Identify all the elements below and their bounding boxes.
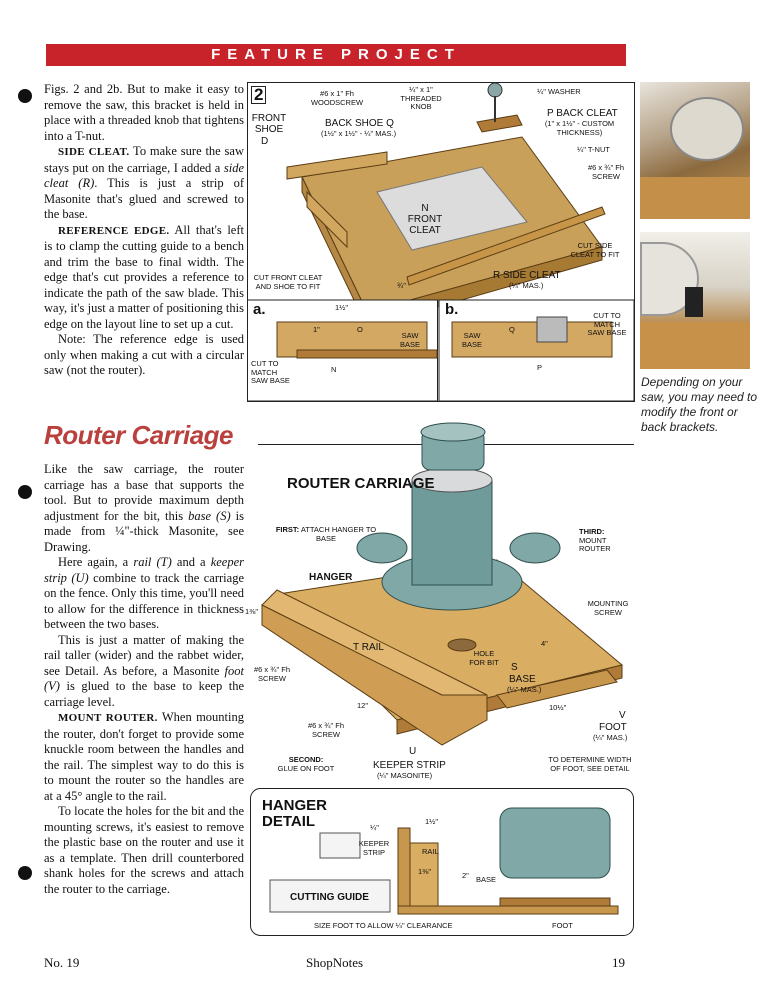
label-foot: FOOT <box>599 722 627 733</box>
label-keeper-key: U <box>409 746 417 757</box>
label-foot: FOOT <box>552 921 573 930</box>
top-text-column: Figs. 2 and 2b. But to make it easy to r… <box>44 82 244 379</box>
paragraph: MOUNT ROUTER. When mounting the router, … <box>44 710 244 803</box>
label-dim-1-3-8: 1⅜" <box>418 867 432 876</box>
label-size-foot: SIZE FOOT TO ALLOW ¼" CLEARANCE <box>314 921 453 930</box>
paragraph: Note: The reference edge is used only wh… <box>44 332 244 377</box>
detail-a-dim-top: 1½" <box>335 303 349 312</box>
label-front-cleat: N FRONT CLEAT <box>407 203 443 236</box>
label-hanger: HANGER <box>309 572 353 583</box>
label-keeper-dims: (¼" MASONITE) <box>377 771 433 780</box>
margin-bullet <box>18 485 32 499</box>
label-rail: RAIL <box>422 847 439 856</box>
footer-brand: ShopNotes <box>306 955 364 970</box>
photo-caption: Depending on your saw, you may need to m… <box>641 375 758 434</box>
label-screw-1: #6 x ¾" Fh SCREW <box>253 665 290 683</box>
key-front-shoe: D <box>261 136 269 147</box>
footer-issue: No. 19 <box>44 955 80 970</box>
label-foot-dims: (¼" MAS.) <box>593 733 628 742</box>
detail-a-key-o: O <box>357 325 363 334</box>
detail-b-key-q: Q <box>509 325 515 334</box>
label-first: FIRST: ATTACH HANGER TO BASE <box>275 525 377 543</box>
paragraph: REFERENCE EDGE. All that's left is to cl… <box>44 222 244 331</box>
label-mounting-screw: MOUNTING SCREW <box>587 599 629 617</box>
label-front-shoe: FRONT SHOE <box>251 113 287 135</box>
paragraph: To locate the holes for the bit and the … <box>44 804 244 896</box>
paragraph: Figs. 2 and 2b. But to make it easy to r… <box>44 82 244 143</box>
figure-number: 2 <box>251 86 267 104</box>
label-dim-12: 12" <box>357 701 369 710</box>
margin-bullet <box>18 866 32 880</box>
detail-b-saw-base: SAW BASE <box>461 331 482 349</box>
detail-a-key-n: N <box>331 365 337 374</box>
photo-saw-bracket <box>640 232 750 369</box>
margin-bullet <box>18 89 32 103</box>
label-base-dims: (¼" MAS.) <box>507 685 542 694</box>
label-back-shoe-dims: (1½" x 1½" - ¼" MAS.) <box>321 129 397 138</box>
detail-a-label: a. <box>253 301 266 318</box>
label-base: BASE <box>476 875 497 884</box>
label-screw-2: #6 x ¾" Fh SCREW <box>307 721 344 739</box>
figure-2: 2 FRONT SHOE D #6 x 1" Fh WOODSCREW ¼" x… <box>247 82 635 402</box>
label-base: BASE <box>509 674 536 685</box>
label-dim-three-quarter: ¾" <box>397 281 406 290</box>
label-back-cleat-dims: (1" x 1½" - CUSTOM THICKNESS) <box>544 119 615 137</box>
label-keeper-strip: KEEPER STRIP <box>373 760 446 771</box>
label-cut-front-cleat: CUT FRONT CLEAT AND SHOE TO FIT <box>253 273 323 291</box>
label-side-cleat: R SIDE CLEAT <box>493 270 561 281</box>
label-third: THIRD: MOUNT ROUTER <box>579 527 611 553</box>
label-base-key: S <box>511 662 518 673</box>
label-back-shoe: BACK SHOE Q <box>325 118 394 129</box>
label-tnut: ¼" T-NUT <box>577 145 610 154</box>
hanger-detail-title: HANGER DETAIL <box>262 797 328 830</box>
label-back-cleat: P BACK CLEAT <box>547 108 618 119</box>
label-rail: T RAIL <box>353 642 384 653</box>
label-determine-foot: TO DETERMINE WIDTH OF FOOT, SEE DETAIL <box>548 755 632 773</box>
label-dim-quarter: ¼" <box>370 823 379 832</box>
paragraph: Like the saw carriage, the router carria… <box>44 462 244 554</box>
label-screw: #6 x ¾" Fh SCREW <box>587 163 624 181</box>
router-illustration <box>261 422 624 746</box>
detail-a-cut: CUT TO MATCH SAW BASE <box>251 359 290 385</box>
label-dim-2: 2" <box>462 871 469 880</box>
section-title: Router Carriage <box>44 420 234 450</box>
photo-saw-carriage <box>640 82 750 219</box>
router-fig-title: ROUTER CARRIAGE <box>287 475 435 492</box>
label-woodscrew: #6 x 1" Fh WOODSCREW <box>310 89 364 107</box>
detail-b-key-p: P <box>537 363 543 372</box>
label-cut-side-cleat: CUT SIDE CLEAT TO FIT <box>570 241 620 259</box>
label-keeper-strip: KEEPER STRIP <box>358 839 390 857</box>
detail-a-dim-1: 1" <box>313 325 320 334</box>
label-washer: ¼" WASHER <box>537 87 581 96</box>
detail-a-saw-base: SAW BASE <box>399 331 420 349</box>
hanger-detail-illustration <box>250 788 634 936</box>
label-threaded-knob: ¼" x 1" THREADED KNOB <box>400 85 442 111</box>
paragraph: This is just a matter of making the rail… <box>44 632 244 709</box>
footer-page-number: 19 <box>612 955 625 970</box>
label-dim-1-half: 1½" <box>425 817 439 826</box>
bottom-text-column: Like the saw carriage, the router carria… <box>44 462 244 897</box>
detail-b-label: b. <box>445 301 459 318</box>
label-foot-key: V <box>619 710 626 721</box>
label-side-cleat-dims: (¼" MAS.) <box>509 281 544 290</box>
label-cutting-guide: CUTTING GUIDE <box>290 892 369 903</box>
label-dim-1-3-8: 1⅜" <box>245 607 259 616</box>
fig2-illustration <box>247 82 635 402</box>
label-dim-4: 4" <box>541 639 548 648</box>
paragraph: Here again, a rail (T) and a keeper stri… <box>44 555 245 631</box>
feature-banner: FEATURE PROJECT <box>46 44 626 66</box>
label-second: SECOND:GLUE ON FOOT <box>277 755 335 773</box>
hanger-detail: HANGER DETAIL ¼" 1½" KEEPER STRIP RAIL 1… <box>250 788 634 936</box>
label-dim-10-half: 10½" <box>549 703 567 712</box>
router-carriage-figure: ROUTER CARRIAGE FIRST: ATTACH HANGER TO … <box>245 420 637 788</box>
detail-b-cut: CUT TO MATCH SAW BASE <box>587 311 627 337</box>
paragraph: SIDE CLEAT. To make sure the saw stays p… <box>44 144 244 221</box>
label-hole-for-bit: HOLE FOR BIT <box>469 649 499 667</box>
